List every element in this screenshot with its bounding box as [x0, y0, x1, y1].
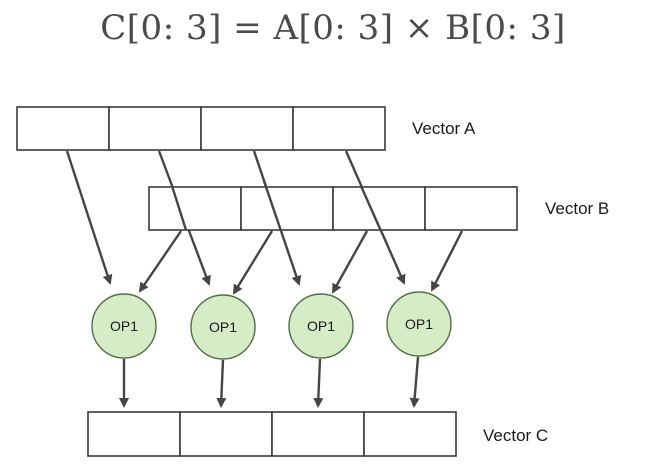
vector-b: [148, 186, 518, 231]
op-node-2: OP1: [288, 293, 354, 359]
arrow-b2-op2: [331, 230, 369, 294]
vector-c-cell-2: [271, 411, 365, 457]
arrow-a0-op0: [65, 150, 113, 285]
vector-a-cell-2: [200, 106, 294, 151]
vector-c-cell-0: [87, 411, 181, 457]
arrow-op3-c3: [409, 356, 420, 408]
op-label: OP1: [209, 319, 237, 335]
op-circle: [190, 294, 256, 360]
op-circle: [91, 293, 157, 359]
arrow-b1-op1: [232, 230, 274, 295]
arrow-a3-overlay: [359, 185, 383, 232]
arrows-from-b: [138, 230, 464, 295]
arrow-op1-c1: [216, 359, 227, 408]
op-node-3: OP1: [386, 291, 452, 357]
vector-a-cell-3: [292, 106, 386, 151]
vector-a-cell-0: [16, 106, 110, 151]
arrow-b0-op0: [138, 230, 182, 293]
op-node-0: OP1: [91, 293, 157, 359]
vector-b-label: Vector B: [545, 199, 609, 218]
vector-c-cell-1: [179, 411, 273, 457]
op-circle: [288, 293, 354, 359]
arrows-to-c: [119, 356, 420, 408]
equation-title: C[0: 3] = A[0: 3] × B[0: 3]: [100, 8, 566, 48]
vector-c-label: Vector C: [483, 426, 548, 445]
arrow-a2-overlay: [262, 180, 283, 232]
op-label: OP1: [110, 318, 138, 334]
vector-b-cell-3: [424, 186, 518, 231]
vector-b-cell-1: [240, 186, 334, 231]
arrows-from-a-overlay: [170, 180, 383, 232]
vector-c-cell-3: [363, 411, 457, 457]
op-node-1: OP1: [190, 294, 256, 360]
vector-a: [16, 106, 386, 151]
arrow-a1-overlay: [170, 185, 188, 231]
vector-b-cell-2: [332, 186, 426, 231]
arrow-op2-c2: [313, 358, 324, 408]
arrow-b3-op3: [430, 230, 464, 292]
op-label: OP1: [307, 318, 335, 334]
op-circle: [386, 291, 452, 357]
vector-a-label: Vector A: [412, 119, 476, 138]
op-label: OP1: [405, 316, 433, 332]
vector-b-cell-0: [148, 186, 242, 231]
vector-a-cell-1: [108, 106, 202, 151]
vector-c: [87, 411, 457, 457]
